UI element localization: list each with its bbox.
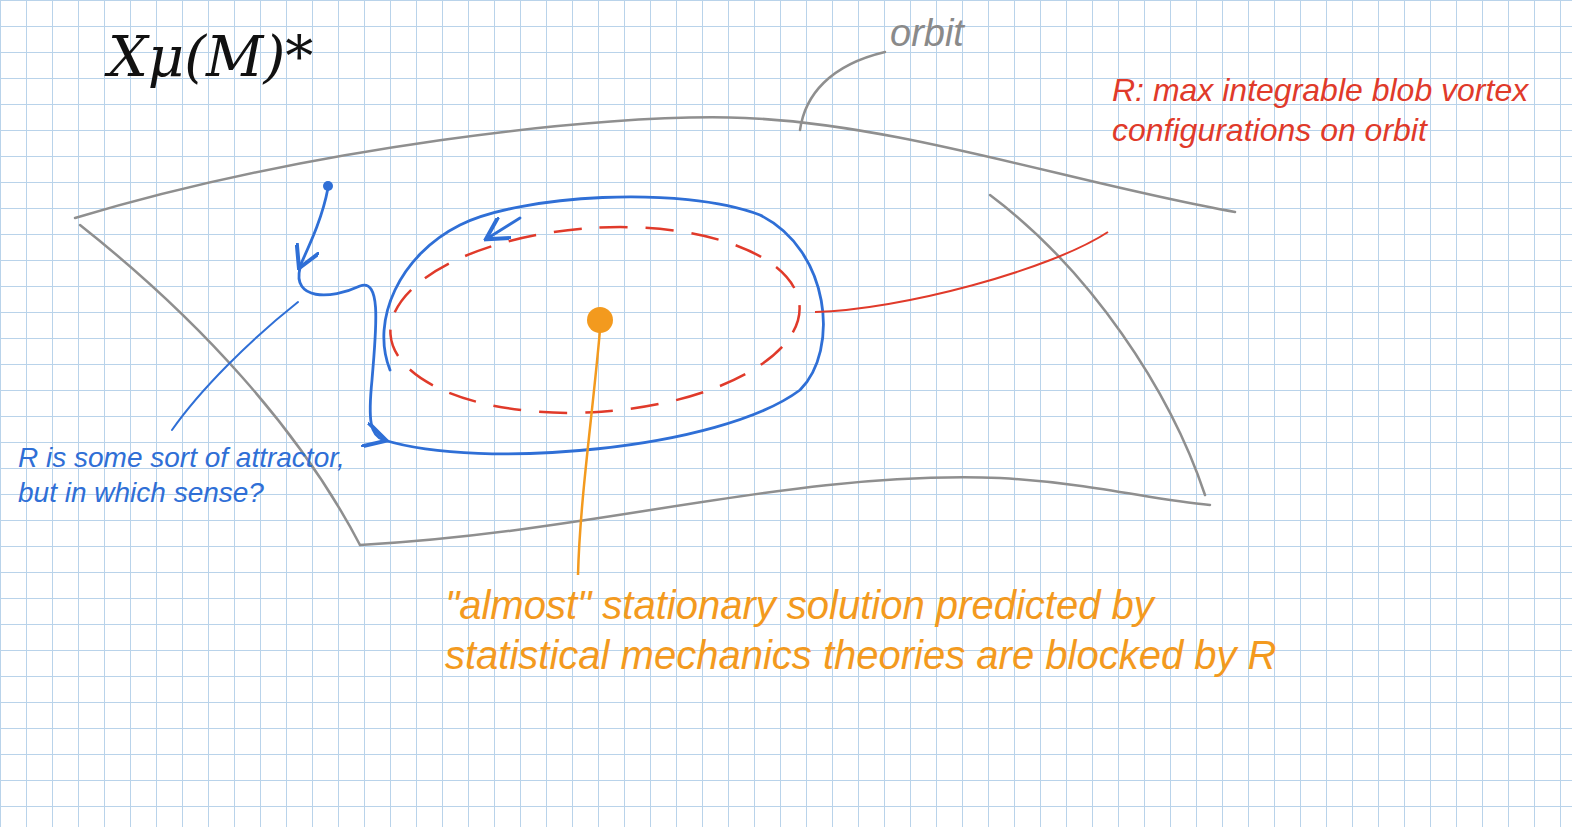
blob-note: R: max integrable blob vortex configurat… [1112, 70, 1564, 150]
start-dot [323, 181, 333, 191]
stationary-leader [578, 330, 600, 575]
attractor-leader [172, 302, 298, 430]
surface-top [75, 117, 1235, 218]
blob-leader [815, 232, 1108, 312]
stationary-note: "almost" stationary solution predicted b… [445, 580, 1305, 680]
surface-right [990, 195, 1205, 495]
stationary-point [587, 307, 613, 333]
trajectory-loop [384, 197, 824, 454]
orbit-leader [800, 52, 885, 130]
trajectory [172, 188, 823, 454]
surface-bottom [360, 477, 1210, 545]
integrable-blob [384, 214, 806, 426]
attractor-note: R is some sort of attractor, but in whic… [18, 440, 348, 510]
loop-arrow [488, 218, 520, 238]
trajectory-approach [299, 268, 384, 440]
orbit-label: orbit [890, 10, 964, 58]
space-symbol: Xμ(M)* [108, 22, 313, 92]
trajectory-start [300, 188, 328, 266]
